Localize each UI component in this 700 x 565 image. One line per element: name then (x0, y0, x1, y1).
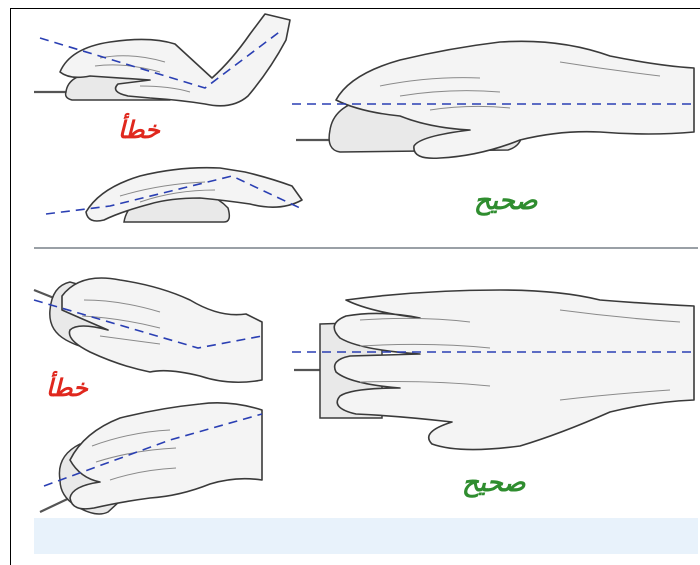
bottom-wrong-angled-hand-2 (40, 403, 262, 514)
top-correct-hand (292, 41, 694, 158)
bottom-correct-hand (292, 290, 694, 450)
top-correct-label: صحيح (474, 186, 538, 216)
bottom-wrong-angled-hand-1 (34, 278, 262, 382)
top-wrong-bent-wrist-hand (34, 14, 290, 106)
bottom-wrong-label: خطأ (46, 374, 88, 402)
bottom-correct-label: صحيح (462, 468, 526, 498)
top-wrong-label: خطأ (118, 116, 160, 144)
top-wrong-low-wrist-hand (46, 168, 302, 222)
